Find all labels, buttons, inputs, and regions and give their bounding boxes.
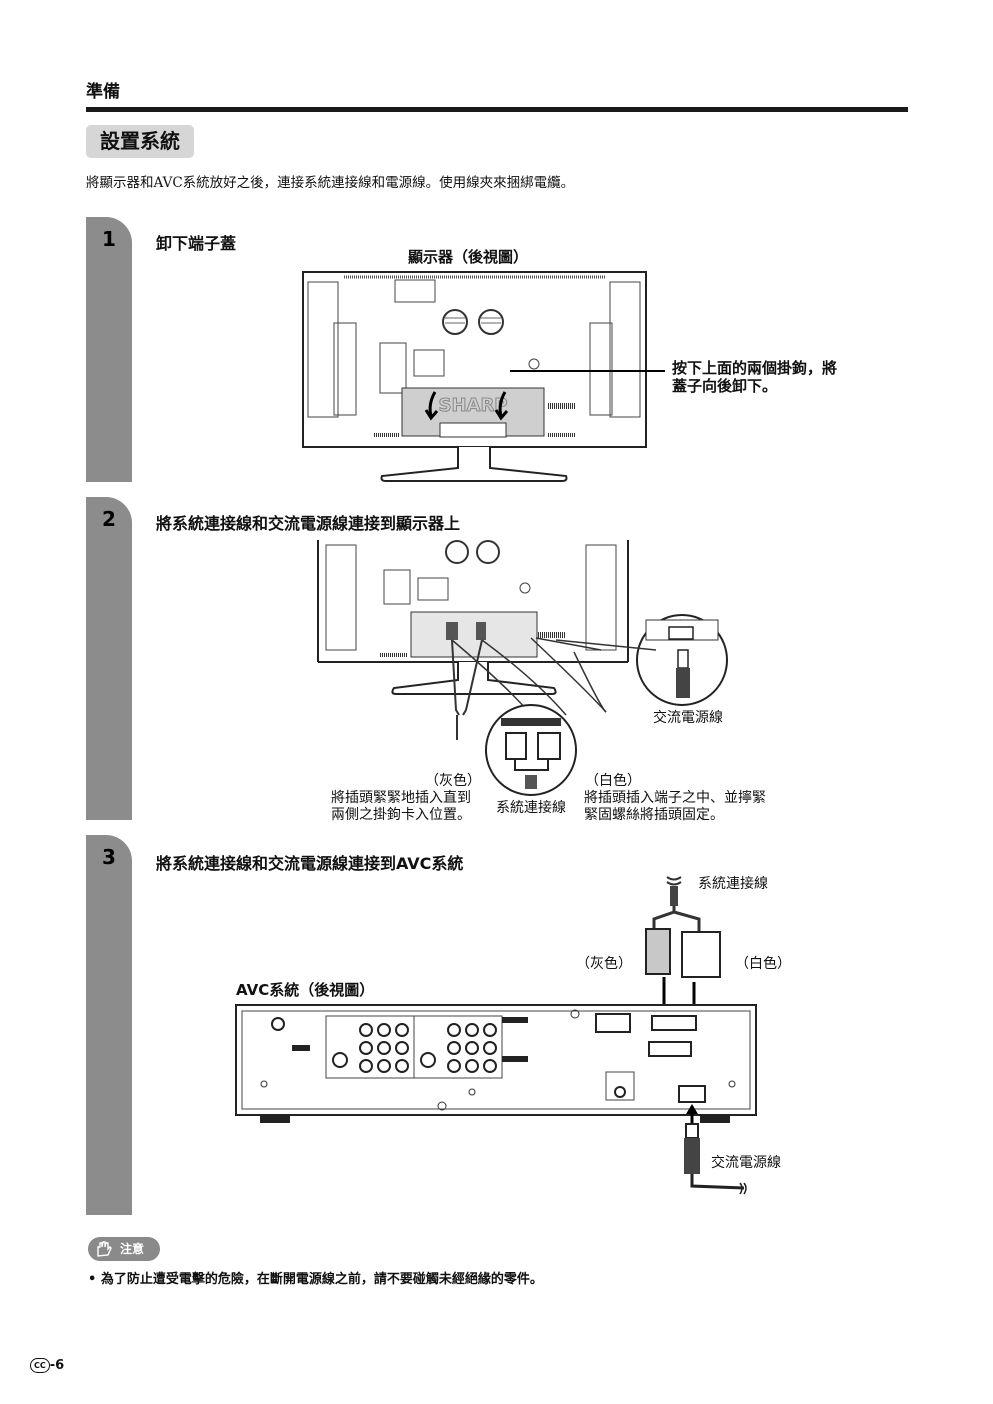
gray-plug-instruction: 將插頭緊緊地插入直到 兩側之掛鉤卡入位置。 <box>331 790 471 824</box>
hook-callout-line-1: 按下上面的兩個掛鉤，將 <box>672 359 838 377</box>
avc-system-cable-label: 系統連接線 <box>698 876 768 892</box>
page-number: CC-6 <box>30 1358 64 1373</box>
step-2-number: 2 <box>102 507 116 531</box>
cc-icon: CC <box>30 1358 50 1373</box>
caution-badge: 注意 <box>88 1237 160 1261</box>
white-plug-instruction-line-1: 將插頭插入端子之中、並擰緊 <box>584 790 766 806</box>
step-1-bar: 1 <box>86 217 132 482</box>
gray-plug-instruction-line-1: 將插頭緊緊地插入直到 <box>331 790 471 806</box>
step-3-bar: 3 <box>86 835 132 1215</box>
gray-plug-instruction-line-2: 兩側之掛鉤卡入位置。 <box>331 807 471 823</box>
step-2-title: 將系統連接線和交流電源線連接到顯示器上 <box>156 514 461 533</box>
caution-text: • 為了防止遭受電擊的危險，在斷開電源線之前，請不要碰觸未經絕緣的零件。 <box>88 1272 543 1287</box>
step-1-number: 1 <box>102 227 116 251</box>
avc-figure-title: AVC系統（後視圖） <box>236 981 375 999</box>
step-3-title: 將系統連接線和交流電源線連接到AVC系統 <box>156 854 464 873</box>
avc-rear-illustration <box>235 876 757 1195</box>
step-3-number: 3 <box>102 845 116 869</box>
white-plug-instruction-line-2: 緊固螺絲將插頭固定。 <box>584 807 724 823</box>
display-figure-title: 顯示器（後視圖） <box>408 248 529 266</box>
white-plug-color-label: （白色） <box>585 773 641 789</box>
display-connection-illustration <box>317 540 728 796</box>
avc-power-cord-label: 交流電源線 <box>711 1155 781 1171</box>
chapter-heading: 準備 <box>86 82 120 102</box>
display-power-cord-label: 交流電源線 <box>653 710 723 726</box>
hand-icon <box>97 1241 112 1257</box>
gray-plug-color-label: （灰色） <box>425 773 481 789</box>
step-2-bar: 2 <box>86 497 132 820</box>
sharp-logo: SHARP <box>438 395 507 416</box>
white-plug-instruction: 將插頭插入端子之中、並擰緊 緊固螺絲將插頭固定。 <box>584 790 766 824</box>
avc-white-color-label: （白色） <box>735 956 791 972</box>
display-system-cable-label: 系統連接線 <box>496 800 566 816</box>
page-number-text: -6 <box>49 1358 65 1373</box>
hook-callout-line-2: 蓋子向後卸下。 <box>672 377 778 395</box>
section-title: 設置系統 <box>86 125 194 158</box>
hook-callout: 按下上面的兩個掛鉤，將 蓋子向後卸下。 <box>672 359 837 395</box>
step-1-title: 卸下端子蓋 <box>156 234 237 253</box>
caution-label: 注意 <box>120 1242 145 1256</box>
display-rear-illustration: SHARP <box>302 271 665 482</box>
header-rule <box>86 107 908 112</box>
caution-text-body: 為了防止遭受電擊的危險，在斷開電源線之前，請不要碰觸未經絕緣的零件。 <box>100 1272 543 1287</box>
intro-paragraph: 將顯示器和AVC系統放好之後，連接系統連接線和電源線。使用線夾來捆綁電纜。 <box>86 175 575 191</box>
avc-gray-color-label: （灰色） <box>576 956 632 972</box>
